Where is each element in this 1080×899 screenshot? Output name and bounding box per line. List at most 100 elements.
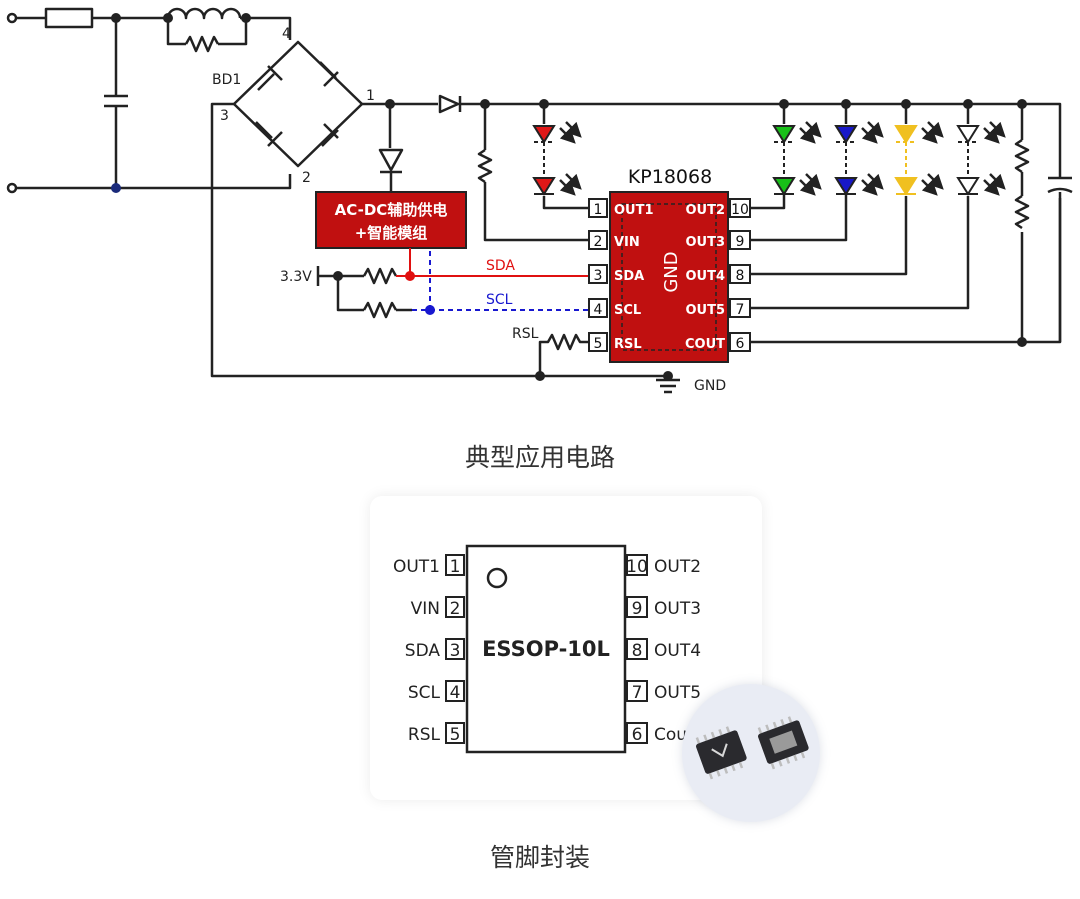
package-pin-number: 3 [450,641,461,661]
package-pin-number: 1 [450,557,461,577]
chip-pin-box-right [729,298,751,318]
led-green-1 [772,125,796,144]
chip-pin-box-right [729,264,751,284]
package-pin-number: 10 [626,557,648,577]
package-pin-box-right [626,638,648,660]
chip-pin-number: 7 [736,302,745,318]
chip-pin-name: OUT3 [685,235,725,250]
rsl-resistor [538,333,590,376]
package-pin-name: VIN [411,599,440,619]
chip-name: KP18068 [628,166,712,188]
chip-pin-name: VIN [614,235,640,250]
circuit-caption: 典型应用电路 [464,443,615,472]
filter-inductor [166,7,242,20]
package-pin-name: OUT4 [654,641,701,661]
label-node2: 2 [302,170,311,186]
package-pin-number: 6 [632,725,643,745]
package-pin-name: OUT3 [654,599,701,619]
chip-photo [682,684,820,822]
chip-pin-name: OUT2 [685,203,725,218]
package-pin-number: 8 [632,641,643,661]
parallel-resistor [184,35,220,53]
chip-pin-box-right [729,230,751,250]
package-pin-box-left [445,680,465,702]
scl-line [412,248,588,311]
led-yellow-2 [894,177,918,196]
package-pin-number: 4 [450,683,461,703]
chip-pin-box-left [588,230,608,250]
label-node3: 3 [220,108,229,124]
label-3v3: 3.3V [280,269,312,285]
output-diode [438,94,460,114]
package-pin-number: 2 [450,599,461,619]
chip-pin-name: COUT [685,337,725,352]
aux-module-line1: AC-DC辅助供电 [335,201,448,219]
chip-pin-box-left [588,264,608,284]
chip-pin-box-right [729,198,751,218]
led-green-2 [772,177,796,196]
label-bd1: BD1 [212,72,241,88]
chip-pin-box-left [588,298,608,318]
kp18068-chip [609,191,729,363]
package-pin-box-left [445,722,465,744]
package-pin-name: OUT5 [654,683,701,703]
chip-pin-number: 2 [594,234,603,250]
aux-module-line2: +智能模组 [355,224,428,242]
label-sda: SDA [486,258,515,274]
package-pin-number: 7 [632,683,643,703]
sda-pullup [362,267,398,285]
vin-resistor [477,148,493,184]
package-pin-number: 9 [632,599,643,619]
pin1-marker [486,567,508,589]
chip-pin-number: 1 [594,202,603,218]
chip-pin-box-right [729,332,751,352]
cout-resistor-upper [1014,138,1030,174]
output-capacitor [1047,176,1073,194]
chip-pins-right: 10 OUT2 9 OUT3 8 OUT4 7 OUT5 6 COUT [685,198,751,352]
chip-pin-number: 5 [594,336,603,352]
chip-pin-name: RSL [614,337,642,352]
package-caption: 管脚封装 [489,843,590,872]
led-yellow-1 [894,125,918,144]
chip-pin-box-left [588,198,608,218]
led-white-1 [956,125,980,144]
chip-pins-left: 1 OUT1 2 VIN 3 SDA 4 SCL 5 RSL [588,198,654,352]
aux-diode [378,148,404,172]
label-node4: 4 [282,26,291,42]
circuit-schematic: AC-DC辅助供电 +智能模组 KP18068 GND 1OUT12VIN3SD… [6,7,1073,394]
chip-pin-name: SCL [614,303,641,318]
label-gnd: GND [694,378,726,394]
package-pin-name: OUT1 [393,557,440,577]
label-scl: SCL [486,292,513,308]
package-name: ESSOP-10L [482,637,610,661]
led-blue-1 [834,125,858,144]
chip-pin-number: 4 [594,302,603,318]
chip-pin-number: 6 [736,336,745,352]
chip-pin-name: OUT4 [685,269,725,284]
package-pin-box-right [626,680,648,702]
chip-pin-number: 3 [594,268,603,284]
chip-pin-number: 9 [736,234,745,250]
bridge-rectifier [232,40,364,168]
chip-pin-name: OUT1 [614,203,654,218]
chip-pin-name: SDA [614,269,644,284]
aux-power-module [315,191,467,249]
package-pin-name: RSL [408,725,441,745]
led-white-2 [956,177,980,196]
chip-pin-number: 8 [736,268,745,284]
label-rsl: RSL [512,326,539,342]
chip-pin-number: 10 [731,202,749,218]
package-pin-box-right [626,596,648,618]
package-pin-box-right [626,722,648,744]
package-pin-box-left [445,638,465,660]
chip-pin-box-left [588,332,608,352]
chip-pin-name: OUT5 [685,303,725,318]
package-pin-name: SCL [408,683,441,703]
led-blue-2 [834,177,858,196]
chip-gnd-label: GND [661,251,682,292]
led-red-1 [532,125,556,144]
package-pin-name: SDA [405,641,441,661]
led-red-2 [532,177,556,196]
